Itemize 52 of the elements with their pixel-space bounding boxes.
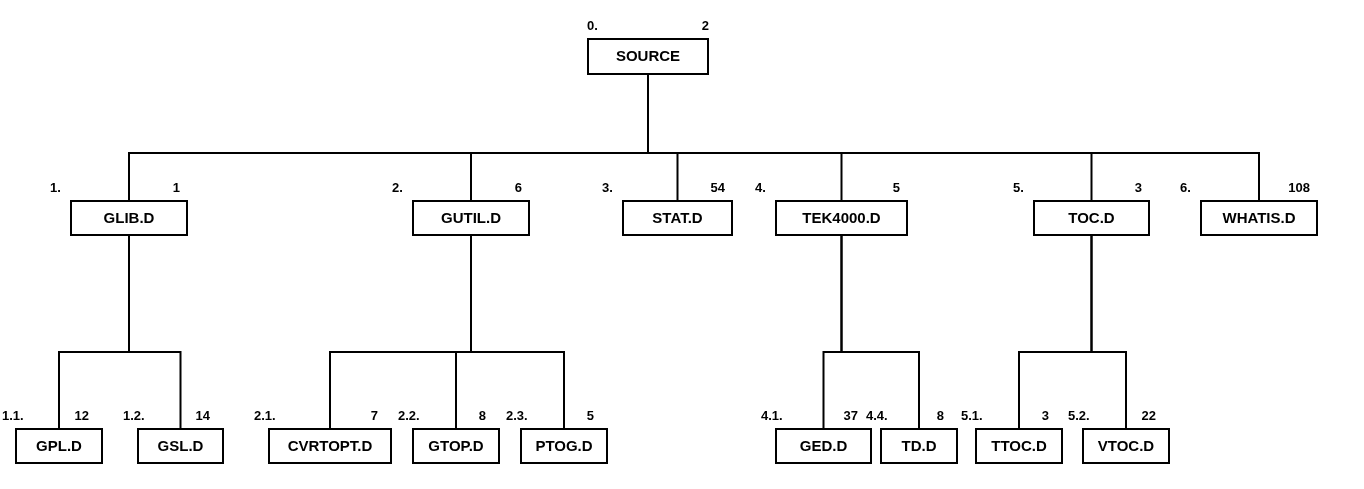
directory-box: TEK4000.D — [775, 200, 908, 236]
section-number: 2. — [392, 181, 403, 194]
file-count: 37 — [843, 409, 858, 422]
directory-box: TOC.D — [1033, 200, 1150, 236]
section-number: 4. — [755, 181, 766, 194]
directory-box: GSL.D — [137, 428, 224, 464]
file-count: 54 — [710, 181, 725, 194]
section-number: 1. — [50, 181, 61, 194]
section-number: 2.1. — [254, 409, 276, 422]
section-number: 0. — [587, 19, 598, 32]
directory-box: GLIB.D — [70, 200, 188, 236]
directory-box: STAT.D — [622, 200, 733, 236]
file-count: 5 — [586, 409, 594, 422]
section-number: 2.2. — [398, 409, 420, 422]
directory-box: GPL.D — [15, 428, 103, 464]
directory-box: GUTIL.D — [412, 200, 530, 236]
file-count: 22 — [1141, 409, 1156, 422]
file-count: 7 — [370, 409, 378, 422]
directory-box: TTOC.D — [975, 428, 1063, 464]
section-number: 1.2. — [123, 409, 145, 422]
file-count: 8 — [478, 409, 486, 422]
section-number: 2.3. — [506, 409, 528, 422]
directory-box: GED.D — [775, 428, 872, 464]
file-count: 14 — [195, 409, 210, 422]
file-count: 3 — [1134, 181, 1142, 194]
directory-box: CVRTOPT.D — [268, 428, 392, 464]
section-number: 3. — [602, 181, 613, 194]
section-number: 5. — [1013, 181, 1024, 194]
section-number: 6. — [1180, 181, 1191, 194]
file-count: 12 — [74, 409, 89, 422]
section-number: 4.4. — [866, 409, 888, 422]
file-count: 2 — [701, 19, 709, 32]
file-count: 6 — [514, 181, 522, 194]
directory-box: SOURCE — [587, 38, 709, 75]
directory-box: GTOP.D — [412, 428, 500, 464]
section-number: 4.1. — [761, 409, 783, 422]
directory-box: PTOG.D — [520, 428, 608, 464]
file-count: 3 — [1041, 409, 1049, 422]
directory-box: WHATIS.D — [1200, 200, 1318, 236]
connector-line — [840, 235, 920, 429]
section-number: 5.1. — [961, 409, 983, 422]
file-count: 108 — [1288, 181, 1310, 194]
section-number: 5.2. — [1068, 409, 1090, 422]
connector-line — [470, 235, 565, 429]
directory-box: TD.D — [880, 428, 958, 464]
directory-box: VTOC.D — [1082, 428, 1170, 464]
section-number: 1.1. — [2, 409, 24, 422]
connector-line — [128, 235, 182, 429]
file-count: 5 — [892, 181, 900, 194]
file-count: 8 — [936, 409, 944, 422]
connector-line — [1090, 235, 1127, 429]
file-count: 1 — [172, 181, 180, 194]
